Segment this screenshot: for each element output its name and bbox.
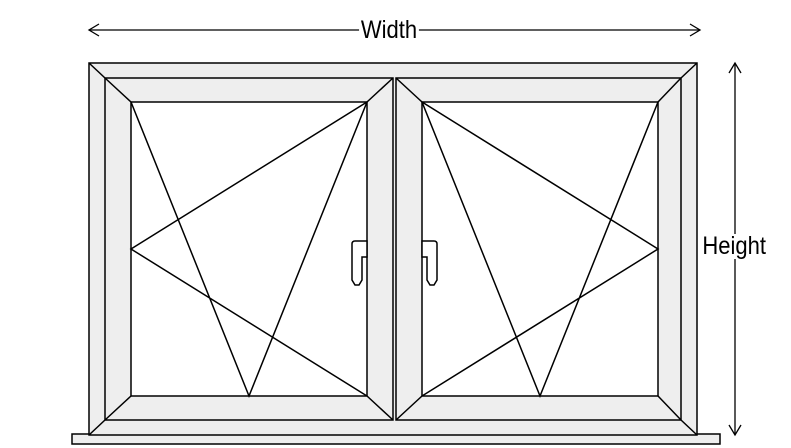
left-handle-icon <box>351 240 368 286</box>
right-sash <box>395 77 682 421</box>
width-label: Width <box>359 16 419 44</box>
left-sash <box>104 77 394 421</box>
height-label: Height <box>702 232 766 260</box>
right-handle-icon <box>421 240 438 286</box>
